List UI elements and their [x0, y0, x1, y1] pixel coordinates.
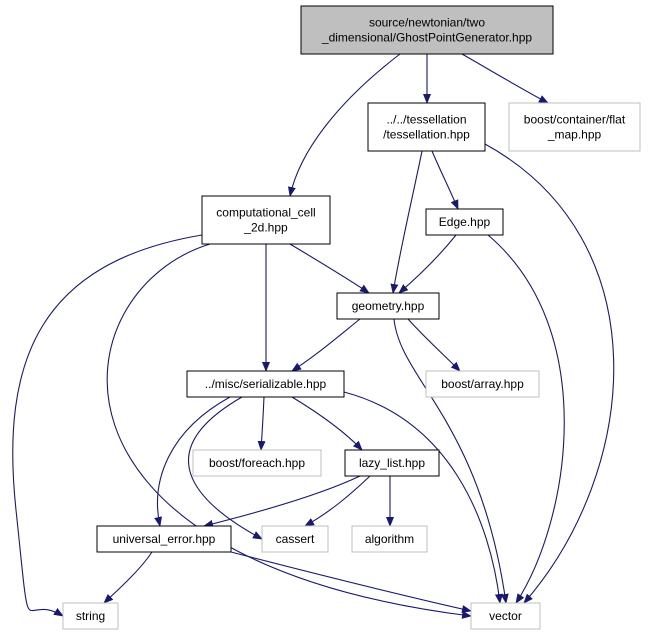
edge-root-to-flat_map: [461, 53, 549, 104]
edge-geometry-to-serializable: [291, 318, 361, 372]
node-label: _dimensional/GhostPointGenerator.hpp: [321, 31, 532, 45]
node-label: algorithm: [365, 532, 414, 546]
edges-layer: [12, 53, 615, 619]
node-serializable[interactable]: ../misc/serializable.hpp: [186, 370, 345, 398]
node-label: _2d.hpp: [243, 221, 288, 235]
node-label: Edge.hpp: [439, 215, 491, 229]
node-label: ../misc/serializable.hpp: [205, 377, 327, 391]
edge-lazy_list-to-cassert: [304, 475, 371, 527]
edge-tessellation-to-geometry: [390, 150, 423, 294]
node-box: [62, 602, 119, 630]
node-box: [351, 525, 428, 553]
node-label: boost/array.hpp: [441, 377, 524, 391]
node-tessellation[interactable]: ../../tessellation/tessellation.hpp: [367, 102, 486, 152]
node-label: cassert: [276, 532, 315, 546]
node-box: [261, 525, 329, 553]
node-box: [336, 292, 440, 320]
node-vector: vector: [470, 602, 541, 630]
edge-universal_error-to-vector: [230, 551, 472, 613]
edge-serializable-to-vector: [343, 391, 503, 604]
node-flat-map: boost/container/flat_map.hpp: [508, 102, 641, 152]
node-label: ../../tessellation: [386, 113, 466, 127]
node-edge-hpp[interactable]: Edge.hpp: [425, 208, 504, 236]
node-label: lazy_list.hpp: [359, 456, 425, 470]
node-root[interactable]: source/newtonian/two_dimensional/GhostPo…: [300, 5, 554, 55]
edge-computational_cell-to-vector: [106, 243, 472, 619]
node-label: source/newtonian/two: [369, 16, 485, 30]
node-label: geometry.hpp: [352, 299, 425, 313]
edge-geometry-to-vector: [393, 318, 509, 604]
edge-serializable-to-universal_error: [154, 396, 231, 527]
node-algorithm: algorithm: [351, 525, 428, 553]
edge-root-to-computational_cell: [288, 53, 401, 197]
edge-edge_hpp-to-vector: [487, 234, 565, 604]
node-label: boost/container/flat: [524, 113, 626, 127]
node-label: _map.hpp: [547, 128, 602, 142]
node-box: [470, 602, 541, 630]
node-label: string: [76, 609, 105, 623]
edge-geometry-to-boost_array: [407, 318, 461, 372]
node-box: [425, 208, 504, 236]
node-cassert: cassert: [261, 525, 329, 553]
edge-serializable-to-cassert: [188, 396, 263, 540]
edge-tessellation-to-vector: [484, 143, 615, 604]
edge-universal_error-to-string: [103, 551, 153, 604]
edge-tessellation-to-edge_hpp: [431, 150, 459, 210]
edge-computational_cell-to-geometry: [289, 243, 370, 294]
node-label: universal_error.hpp: [113, 532, 216, 546]
nodes-layer: source/newtonian/two_dimensional/GhostPo…: [62, 5, 641, 630]
node-boost-foreach: boost/foreach.hpp: [192, 449, 322, 477]
node-universal-error[interactable]: universal_error.hpp: [96, 525, 232, 553]
node-box: [201, 195, 331, 245]
node-boost-array: boost/array.hpp: [425, 370, 540, 398]
node-label: /tessellation.hpp: [383, 128, 470, 142]
node-label: boost/foreach.hpp: [209, 456, 305, 470]
node-geometry[interactable]: geometry.hpp: [336, 292, 440, 320]
node-label: computational_cell: [216, 206, 315, 220]
node-box: [508, 102, 641, 152]
node-box: [425, 370, 540, 398]
node-box: [186, 370, 345, 398]
edge-computational_cell-to-string: [12, 234, 203, 617]
edge-edge_hpp-to-geometry: [398, 234, 457, 294]
node-label: vector: [489, 609, 522, 623]
node-box: [367, 102, 486, 152]
edge-lazy_list-to-universal_error: [203, 475, 361, 528]
node-box: [192, 449, 322, 477]
node-lazy-list[interactable]: lazy_list.hpp: [344, 449, 440, 477]
node-box: [344, 449, 440, 477]
edge-serializable-to-boost_foreach: [257, 396, 266, 451]
node-computational-cell[interactable]: computational_cell_2d.hpp: [201, 195, 331, 245]
node-box: [300, 5, 554, 55]
node-box: [96, 525, 232, 553]
node-string: string: [62, 602, 119, 630]
edge-serializable-to-lazy_list: [291, 396, 363, 451]
